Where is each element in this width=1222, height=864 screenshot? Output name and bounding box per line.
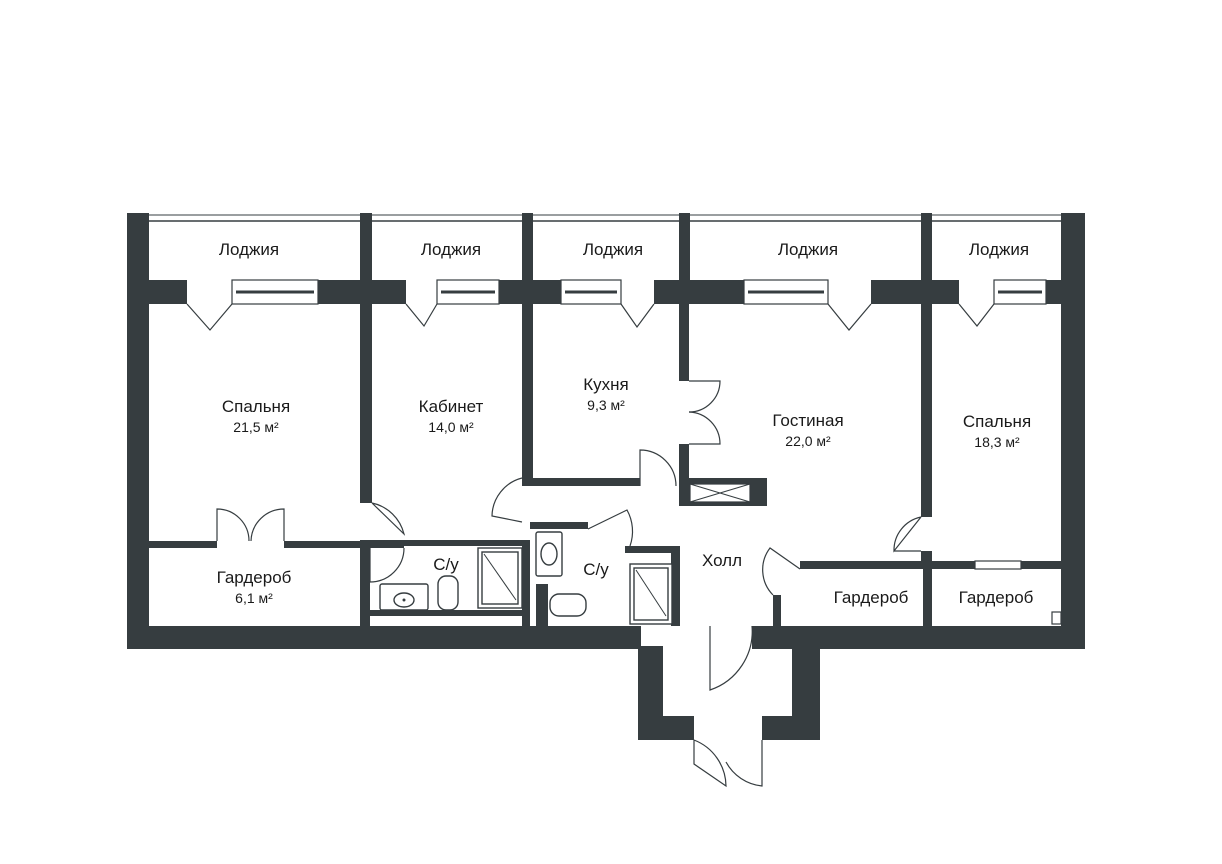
balcony-doors	[186, 303, 995, 331]
wardrobe-partition-window	[974, 560, 1022, 570]
loggia-3-label: Лоджия	[583, 240, 643, 259]
loggia-2-label: Лоджия	[421, 240, 481, 259]
wardrobe-right-label: Гардероб	[959, 588, 1034, 607]
kitchen-area: 9,3 м²	[587, 397, 625, 413]
toilet-icon	[437, 575, 459, 611]
bedroom-right-name: Спальня	[963, 412, 1031, 431]
study-name: Кабинет	[419, 397, 484, 416]
loggia-1-label: Лоджия	[219, 240, 279, 259]
loggia-5-label: Лоджия	[969, 240, 1029, 259]
wardrobe-left-area: 6,1 м²	[235, 590, 273, 606]
outer-walls	[127, 213, 1085, 740]
toilet-icon-2	[549, 593, 587, 617]
bedroom-right-area: 18,3 м²	[974, 434, 1020, 450]
balcony-windows	[231, 279, 1047, 305]
bath-1-label: С/у	[433, 555, 459, 574]
wardrobe-mid-label: Гардероб	[834, 588, 909, 607]
study-area: 14,0 м²	[428, 419, 474, 435]
interior-walls	[149, 303, 1062, 626]
bedroom-left-name: Спальня	[222, 397, 290, 416]
living-name: Гостиная	[772, 411, 843, 430]
living-area: 22,0 м²	[785, 433, 831, 449]
balcony-wall	[149, 280, 1061, 304]
bath-2-label: С/у	[583, 560, 609, 579]
interior-doors	[216, 380, 922, 788]
wardrobe-left-name: Гардероб	[217, 568, 292, 587]
hall-label: Холл	[702, 551, 742, 570]
bedroom-left-area: 21,5 м²	[233, 419, 279, 435]
plumbing	[379, 531, 673, 625]
kitchen-name: Кухня	[583, 375, 629, 394]
loggia-4-label: Лоджия	[778, 240, 838, 259]
